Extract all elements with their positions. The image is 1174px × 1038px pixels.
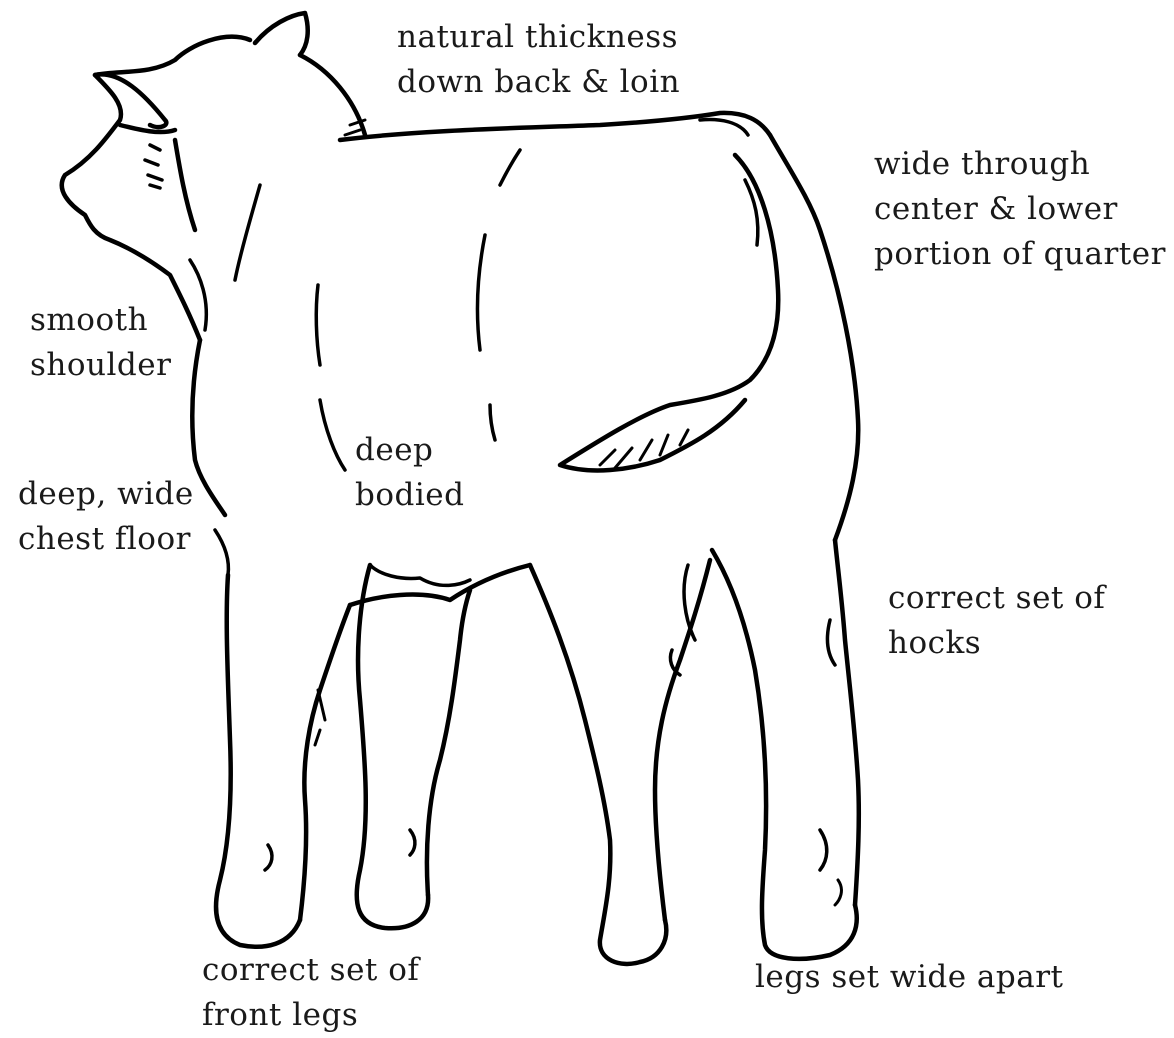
label-line: legs set wide apart (755, 955, 1064, 1000)
label-line: portion of quarter (874, 232, 1166, 277)
label-body: deep bodied (355, 428, 464, 518)
label-line: deep (355, 428, 464, 473)
label-front-legs: correct set of front legs (202, 948, 419, 1038)
calf-hindquarter (770, 135, 858, 540)
calf-ear-right (255, 13, 308, 55)
calf-front-leg-left (216, 575, 300, 947)
calf-rear-leg-right (712, 550, 857, 959)
label-line: smooth (30, 298, 171, 343)
label-line: chest floor (18, 517, 194, 562)
calf-rear-leg-left (530, 565, 666, 964)
label-back-loin: natural thickness down back & loin (397, 15, 680, 105)
label-rear-legs: legs set wide apart (755, 955, 1064, 1000)
label-line: front legs (202, 993, 419, 1038)
calf-neck-side (175, 140, 195, 230)
calf-chest (192, 340, 225, 515)
calf-ear-left (95, 74, 166, 127)
label-line: correct set of (202, 948, 419, 993)
label-line: natural thickness (397, 15, 680, 60)
label-line: wide through (874, 142, 1166, 187)
calf-topline (340, 113, 770, 140)
label-line: bodied (355, 473, 464, 518)
calf-front-leg-right (357, 565, 428, 928)
label-shoulder: smooth shoulder (30, 298, 171, 388)
calf-flank-line (478, 235, 485, 350)
label-line: center & lower (874, 187, 1166, 232)
label-line: deep, wide (18, 472, 194, 517)
label-line: down back & loin (397, 60, 680, 105)
label-line: correct set of (888, 576, 1105, 621)
label-hocks: correct set of hocks (888, 576, 1105, 666)
calf-tail (560, 155, 778, 470)
label-line: shoulder (30, 343, 171, 388)
label-line: hocks (888, 621, 1105, 666)
label-quarter: wide through center & lower portion of q… (874, 142, 1166, 277)
label-chest: deep, wide chest floor (18, 472, 194, 562)
